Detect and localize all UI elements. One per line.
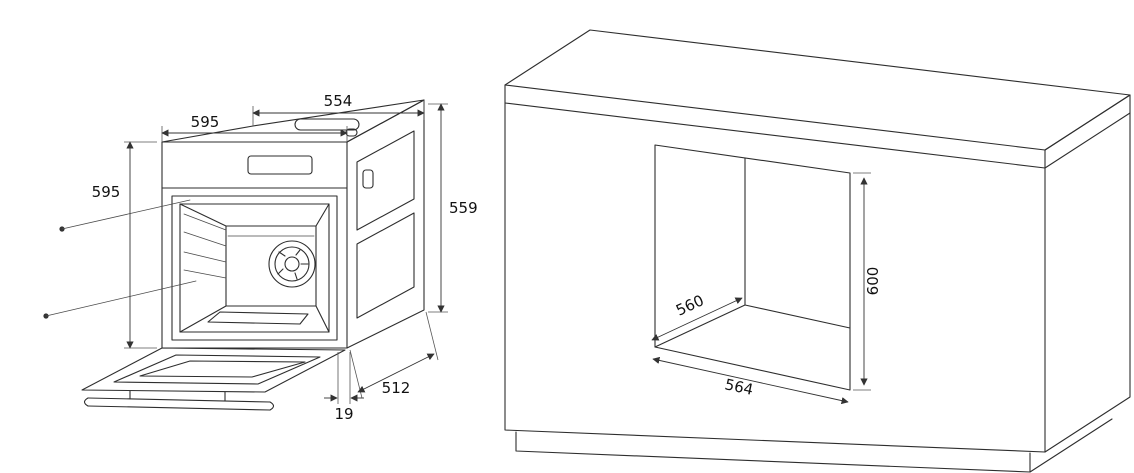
- oven-height-label: 595: [92, 183, 121, 201]
- dim-oven-side-height: 559: [428, 103, 478, 313]
- oven-body: [161, 99, 425, 349]
- dim-oven-door-gap: 19: [324, 352, 364, 423]
- cabinet-view: 600 560 564: [504, 29, 1131, 473]
- dim-niche-width: 564: [652, 356, 849, 405]
- dim-niche-depth: 560: [651, 291, 743, 341]
- baking-tray: [207, 311, 309, 325]
- oven-view: 554 595 595 559 512: [43, 92, 478, 423]
- oven-door: [81, 347, 346, 393]
- cabinet-plinth: [515, 418, 1113, 473]
- oven-cavity: [171, 195, 338, 341]
- oven-door-gap-label: 19: [334, 405, 353, 423]
- niche-width-label: 564: [723, 375, 755, 399]
- niche-depth-label: 560: [673, 291, 707, 319]
- callout-leaders: [43, 199, 197, 319]
- oven-fan: [268, 240, 316, 288]
- dim-niche-height: 600: [853, 172, 882, 391]
- cabinet-body: [504, 29, 1131, 473]
- dim-oven-top-width: 554: [252, 92, 425, 126]
- oven-side-height-label: 559: [449, 199, 478, 217]
- cabinet-cutout: [654, 144, 851, 391]
- oven-door-handle: [83, 390, 275, 411]
- oven-width-label: 595: [191, 113, 220, 131]
- oven-depth-label: 512: [382, 379, 411, 397]
- oven-rack-rails: [183, 213, 315, 279]
- oven-top-width-label: 554: [324, 92, 353, 110]
- dim-oven-width: 595: [161, 113, 348, 142]
- dim-oven-depth: 512: [349, 311, 439, 399]
- dim-oven-height: 595: [92, 141, 157, 349]
- niche-height-label: 600: [864, 267, 882, 296]
